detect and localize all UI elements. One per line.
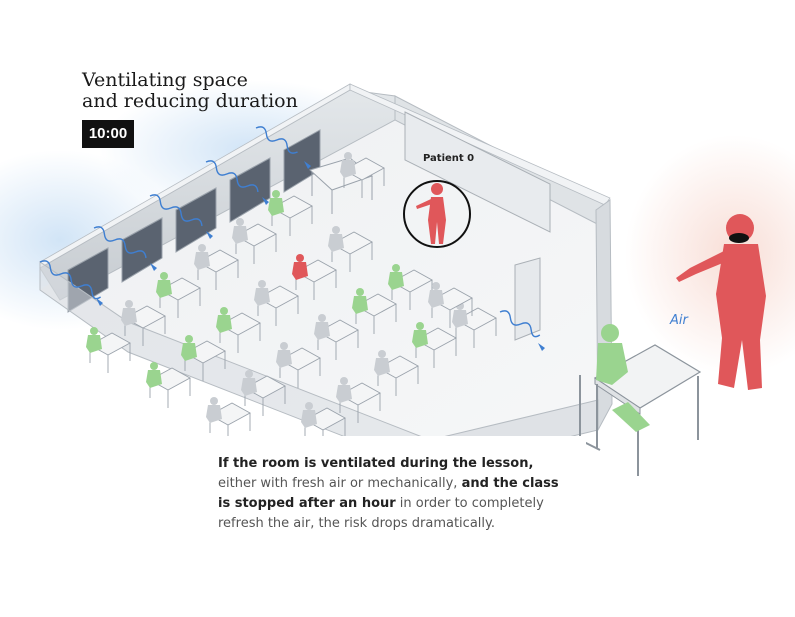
student-body — [301, 410, 317, 428]
student — [198, 244, 206, 252]
healthy-student — [272, 190, 280, 198]
student-desk — [336, 377, 381, 423]
patient-zero-marker — [403, 180, 471, 248]
student-body — [276, 350, 292, 368]
student-body — [232, 226, 248, 244]
student — [344, 152, 352, 160]
student-body — [194, 252, 210, 270]
student-desk — [268, 190, 313, 236]
student-desk — [428, 282, 473, 328]
large-infected-figure — [676, 214, 766, 390]
student-body — [388, 272, 404, 290]
student — [125, 300, 133, 308]
infected-student — [296, 254, 304, 262]
student-desk — [181, 335, 226, 381]
student-desk — [412, 322, 457, 368]
title: Ventilating space and reducing duration — [82, 70, 298, 112]
student-body — [254, 288, 270, 306]
student — [280, 342, 288, 350]
student — [432, 282, 440, 290]
caption-box: If the room is ventilated during the les… — [204, 436, 586, 576]
student-body — [412, 330, 428, 348]
blackboard — [404, 111, 551, 233]
student-desk — [352, 288, 397, 334]
red-glow — [625, 135, 795, 375]
healthy-student — [185, 335, 193, 343]
student-desk — [276, 342, 321, 388]
air-label: Air — [670, 313, 688, 328]
healthy-student — [150, 362, 158, 370]
student-body — [268, 198, 284, 216]
student — [210, 397, 218, 405]
air-arrowheads — [96, 161, 545, 351]
student-body — [241, 378, 257, 396]
student-desk — [86, 327, 131, 373]
student — [236, 218, 244, 226]
timer-badge: 10:00 — [82, 120, 134, 148]
student — [340, 377, 348, 385]
healthy-student — [160, 272, 168, 280]
patient-zero-figure — [416, 183, 446, 244]
student-body — [292, 262, 308, 280]
healthy-student — [416, 322, 424, 330]
healthy-student — [90, 327, 98, 335]
title-line-1: Ventilating space — [82, 69, 248, 91]
student-body — [156, 280, 172, 298]
student-body — [352, 296, 368, 314]
student-body — [328, 234, 344, 252]
student-desk — [254, 280, 299, 326]
healthy-student — [356, 288, 364, 296]
student-desk — [388, 264, 433, 310]
door — [514, 257, 541, 341]
student-body — [314, 322, 330, 340]
student-desk — [241, 370, 286, 416]
student — [378, 350, 386, 358]
student-body — [428, 290, 444, 308]
student-desk — [156, 272, 201, 318]
large-healthy-student — [596, 324, 650, 432]
student-desk — [314, 314, 359, 360]
student-desk — [292, 254, 337, 300]
student-desk — [232, 218, 277, 264]
air-flow-arrows — [39, 126, 541, 338]
student-body — [181, 343, 197, 361]
student-desk — [452, 302, 497, 348]
student — [258, 280, 266, 288]
side-wall — [595, 199, 613, 431]
student — [305, 402, 313, 410]
healthy-student — [220, 307, 228, 315]
student-body — [374, 358, 390, 376]
student-desk — [340, 152, 385, 198]
student-desk — [328, 226, 373, 272]
student-desk — [374, 350, 419, 396]
student-body — [216, 315, 232, 333]
student-body — [452, 310, 468, 328]
caption-text-3: in order to completely refresh the air, … — [218, 496, 544, 531]
student-body — [340, 160, 356, 178]
student-body — [206, 405, 222, 423]
student-body — [86, 335, 102, 353]
caption-text-2: either with fresh air or mechanically, — [218, 476, 462, 491]
student-desk — [216, 307, 261, 353]
student-body — [121, 308, 137, 326]
student-desk — [146, 362, 191, 408]
caption-bold-1: If the room is ventilated during the les… — [218, 456, 534, 471]
student-desk — [206, 397, 251, 443]
student-desk — [301, 402, 346, 448]
student — [318, 314, 326, 322]
healthy-student — [392, 264, 400, 272]
student-body — [146, 370, 162, 388]
student — [332, 226, 340, 234]
title-line-2: and reducing duration — [82, 90, 298, 112]
student-desk — [194, 244, 239, 290]
student-body — [336, 385, 352, 403]
student-desk — [121, 300, 166, 346]
caption-text: If the room is ventilated during the les… — [218, 454, 574, 534]
patient-zero-label: Patient 0 — [423, 153, 475, 164]
caption-bold-2: and the class is stopped after an hour — [218, 476, 559, 511]
student — [245, 370, 253, 378]
